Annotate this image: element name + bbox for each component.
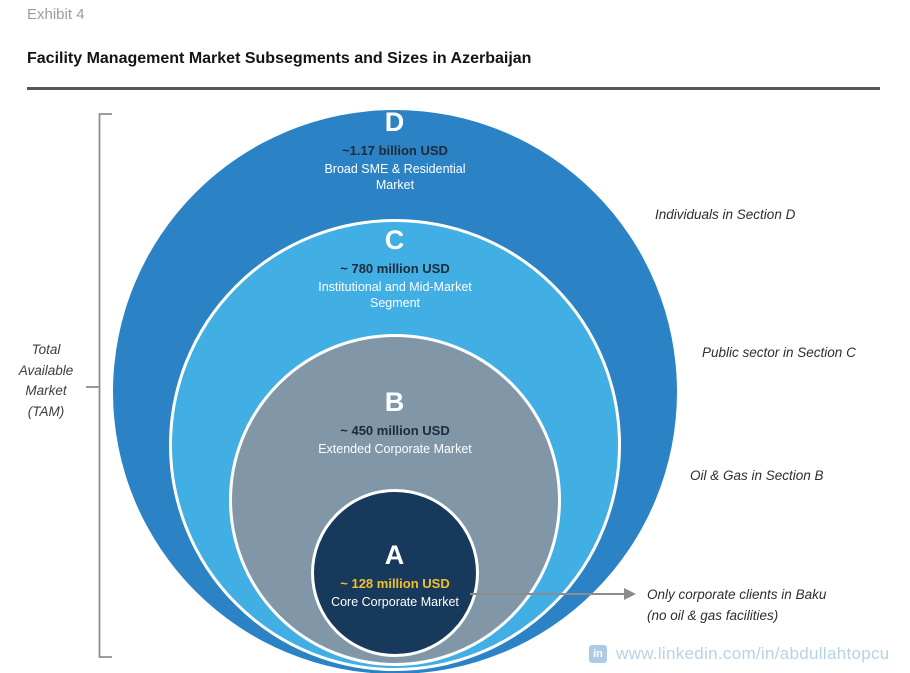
segment-b-value: ~ 450 million USD — [340, 423, 450, 438]
title-divider — [27, 87, 880, 90]
page-title: Facility Management Market Subsegments a… — [27, 50, 532, 67]
segment-a-name: Core Corporate Market — [331, 595, 459, 609]
linkedin-url[interactable]: www.linkedin.com/in/abdullahtopcu — [616, 644, 890, 663]
annotation-section-a-line1: Only corporate clients in Baku — [647, 587, 827, 602]
tam-label-line: Available — [18, 362, 74, 378]
linkedin-icon[interactable]: in — [589, 645, 607, 663]
annotation-section-b: Oil & Gas in Section B — [690, 468, 824, 483]
tam-bracket — [86, 113, 112, 658]
segment-b-letter: B — [384, 387, 406, 417]
segment-c-letter: C — [384, 225, 406, 255]
segment-a-value: ~ 128 million USD — [340, 576, 450, 591]
segment-d-name: Broad SME & Residential Market — [324, 162, 466, 192]
tam-label-line: Total — [31, 342, 61, 357]
segment-d-labels: D ~1.17 billion USD Broad SME & Resident… — [235, 106, 555, 193]
linkedin-watermark[interactable]: in www.linkedin.com/in/abdullahtopcu — [589, 644, 890, 664]
segment-c-name: Institutional and Mid-Market Segment — [318, 280, 472, 310]
segment-c-labels: C ~ 780 million USD Institutional and Mi… — [235, 224, 555, 311]
segment-a-letter: A — [384, 540, 406, 570]
annotation-section-c: Public sector in Section C — [702, 345, 856, 360]
annotation-section-a-line2: (no oil & gas facilities) — [647, 608, 779, 623]
exhibit-label: Exhibit 4 — [27, 6, 85, 23]
annotation-section-a: Only corporate clients in Baku (no oil &… — [647, 584, 826, 626]
segment-c-value: ~ 780 million USD — [340, 261, 450, 276]
segment-d-value: ~1.17 billion USD — [342, 143, 448, 158]
tam-label-line: (TAM) — [27, 403, 65, 419]
tam-label-line: Market — [25, 383, 67, 398]
segment-a-labels: A ~ 128 million USD Core Corporate Marke… — [235, 539, 555, 611]
segment-b-labels: B ~ 450 million USD Extended Corporate M… — [235, 386, 555, 458]
segment-b-name: Extended Corporate Market — [318, 442, 472, 456]
annotation-section-d: Individuals in Section D — [655, 207, 796, 222]
tam-label: Total Available Market (TAM) — [6, 340, 86, 422]
annotation-arrow — [470, 588, 636, 600]
circle-segment-a — [311, 489, 479, 657]
segment-d-letter: D — [384, 107, 406, 137]
